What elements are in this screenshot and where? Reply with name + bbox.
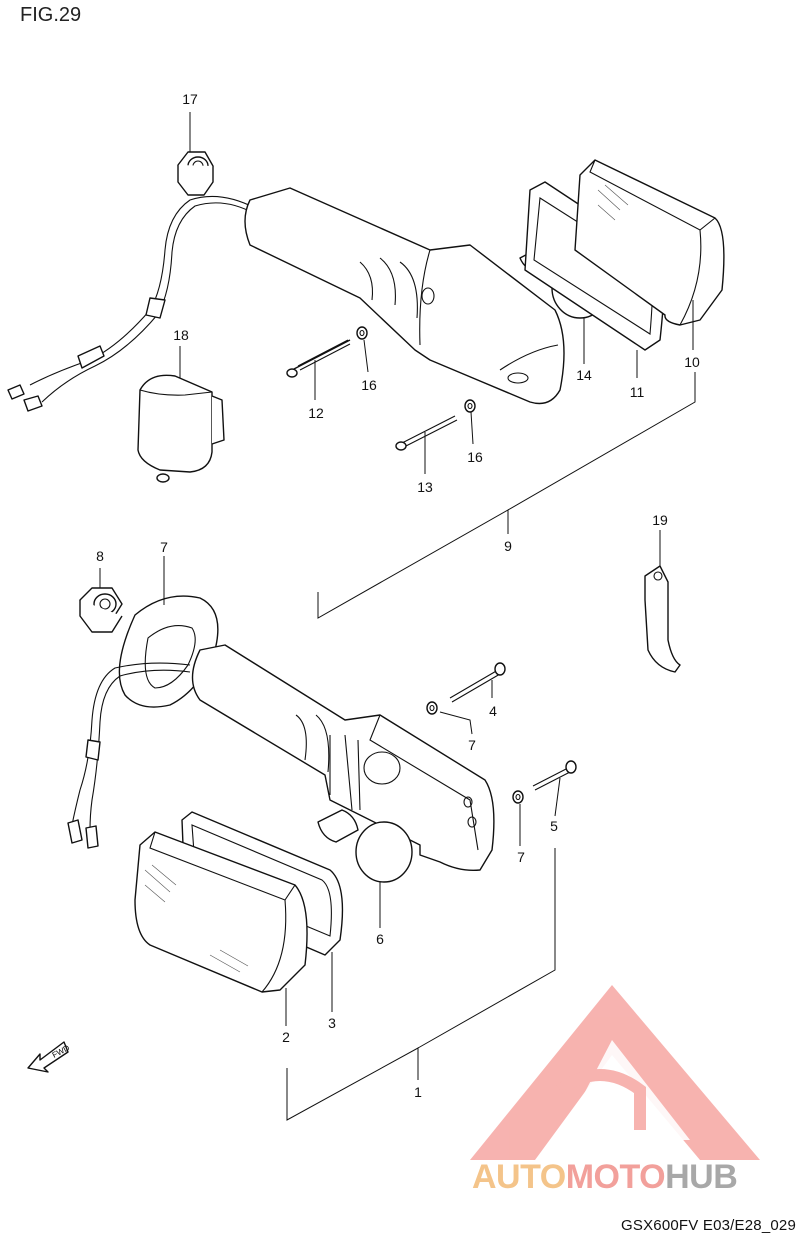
callout-16b: 16 [467,449,483,465]
watermark-part3: HUB [665,1158,738,1196]
part-5-screw [532,760,577,791]
figure-code: GSX600FV E03/E28_029 [621,1217,796,1234]
part-14-screw [395,415,458,451]
leader-lines [99,112,696,1121]
callout-14: 13 [417,479,433,495]
callout-18: 18 [173,327,189,343]
callout-19: 19 [652,512,668,528]
fwd-arrow-icon: FWD [27,1041,71,1073]
callout-8: 7 [160,539,168,555]
watermark-part2: MOTO [565,1158,666,1196]
callout-12: 11 [630,384,645,400]
upper-wire-harness [7,195,256,412]
part-7a-washer [426,701,438,715]
part-7b-washer [512,790,524,804]
callout-7a: 7 [468,737,476,753]
callout-13: 12 [308,405,324,421]
callout-10: 9 [504,538,512,554]
part-4-screw [449,662,506,703]
callout-3: 3 [328,1015,336,1031]
part-6-bulb [317,809,413,883]
callout-16a: 16 [361,377,377,393]
part-16a-washer [356,326,368,340]
callout-7b: 7 [517,849,525,865]
callout-labels: 17 18 12 16 13 16 14 11 10 9 8 7 19 4 7 … [96,91,700,1100]
callout-9: 8 [96,548,104,564]
lower-indicator-body [191,644,495,872]
part-16b-washer [464,399,476,413]
part-18-relay [137,374,225,483]
part-9-nut [79,587,123,633]
lower-wire-harness [67,662,191,849]
callout-6: 6 [376,931,384,947]
callout-11: 10 [684,354,700,370]
callout-15: 14 [576,367,592,383]
part-17-nut [177,151,214,196]
figure-title: FIG.29 [20,4,82,26]
callout-2: 2 [282,1029,290,1045]
callout-5: 5 [550,818,558,834]
watermark-logo [470,985,760,1160]
part-2-lens [134,831,308,993]
watermark-brand: AUTOMOTOHUB [472,1158,738,1197]
callout-4: 4 [489,703,497,719]
upper-indicator-body [244,187,565,405]
watermark-part1: AUTO [472,1158,566,1196]
part-11-lens [574,159,725,326]
callout-17: 17 [182,91,198,107]
part-19-bracket [644,565,681,673]
callout-1: 1 [414,1084,422,1100]
part-13-screw [286,339,351,378]
